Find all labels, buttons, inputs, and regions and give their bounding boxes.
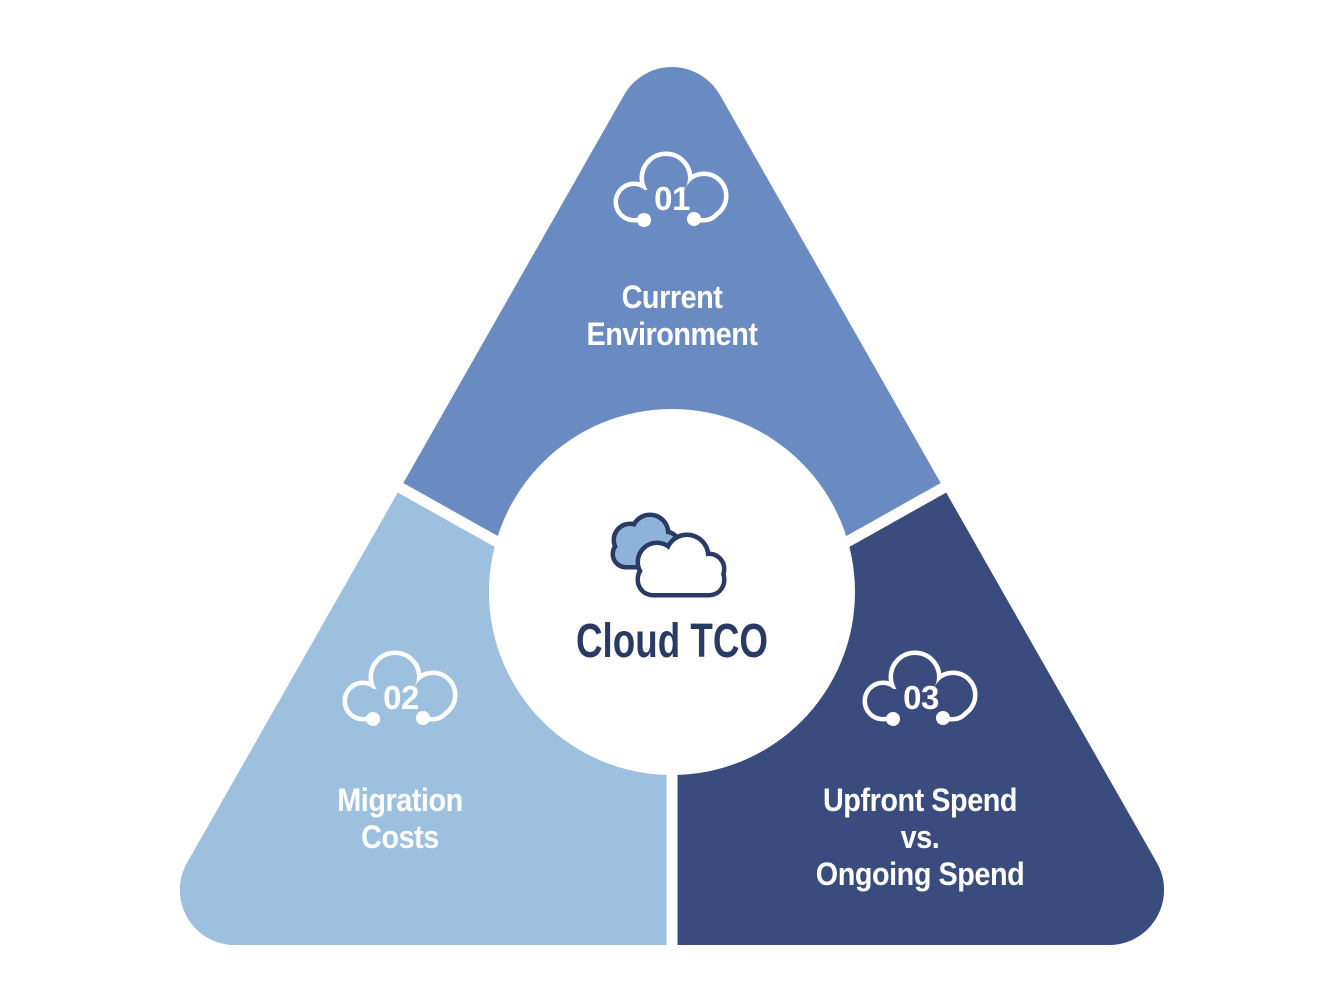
cloud-dot-right xyxy=(936,711,950,725)
cloud-dot-left xyxy=(886,712,900,726)
section-label-line: Ongoing Spend xyxy=(816,857,1024,893)
section-label-line: Migration xyxy=(337,783,463,819)
section-bottom-left-shape xyxy=(0,262,672,1004)
cloud-dot-left xyxy=(366,712,380,726)
section-label-line: Upfront Spend xyxy=(823,783,1017,819)
section-bottom-left-label: Migration Costs xyxy=(337,783,463,856)
section-label-line: Current xyxy=(622,280,723,316)
center-label: Cloud TCO xyxy=(576,615,768,668)
section-bottom-right-label: Upfront Spend vs. Ongoing Spend xyxy=(816,783,1025,893)
cloud-dot-left xyxy=(637,213,651,227)
section-label-line: vs. xyxy=(901,820,940,856)
cloud-dot-right xyxy=(416,711,430,725)
section-top-label: Current Environment xyxy=(586,280,758,353)
cloud-03-icon: 03 xyxy=(862,650,978,727)
cloud-dot-right xyxy=(687,212,701,226)
section-label-line: Costs xyxy=(361,820,439,856)
section-label-line: Environment xyxy=(586,317,757,353)
section-number: 03 xyxy=(903,679,939,716)
double-cloud-icon xyxy=(610,512,727,598)
section-bottom-right-shape xyxy=(672,268,1334,1004)
section-number: 02 xyxy=(383,679,419,716)
section-number: 01 xyxy=(654,180,690,217)
front-cloud-icon xyxy=(635,532,727,598)
cloud-01-icon: 01 xyxy=(613,151,729,228)
cloud-02-icon: 02 xyxy=(342,650,458,727)
